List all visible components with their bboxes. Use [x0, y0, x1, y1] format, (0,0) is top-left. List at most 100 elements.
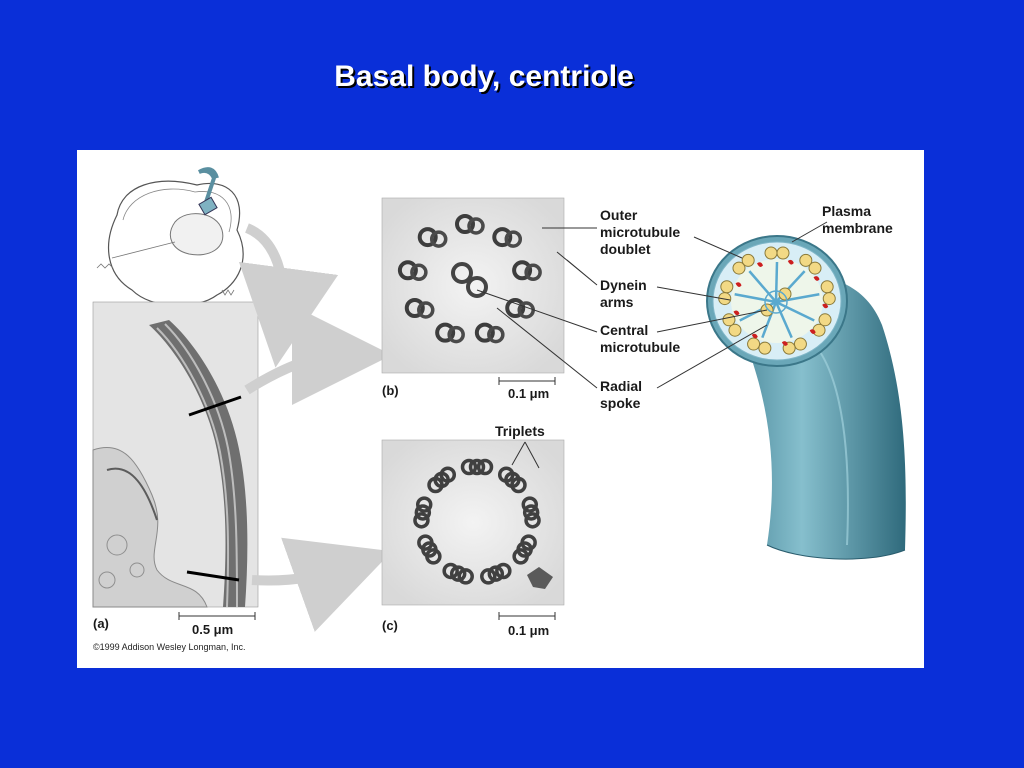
doublet-em-b	[447, 325, 465, 344]
triplet-em	[468, 458, 486, 476]
doublet-tubule-a	[799, 253, 813, 267]
triplet-em	[439, 466, 457, 483]
doublet-em-b	[487, 325, 505, 344]
doublet-tubule-b	[822, 292, 836, 306]
doublet-em	[455, 214, 475, 234]
triplet-em	[521, 496, 539, 513]
leader-lines	[476, 221, 828, 469]
triplet-em	[414, 504, 432, 521]
dynein-arm	[822, 303, 829, 309]
micrograph-c	[381, 439, 565, 606]
svg-text:microtubule: microtubule	[600, 339, 680, 355]
label-outer-doublet: Outer microtubule doublet	[600, 207, 680, 257]
dynein-arm	[735, 282, 742, 288]
triplet-ring-em	[413, 458, 541, 585]
doublet-tubule-b	[720, 280, 734, 294]
panel-b-tag: (b)	[382, 383, 399, 398]
scale-bar-b: 0.1 μm	[498, 377, 556, 401]
cilium-diagram	[706, 235, 906, 560]
doublet-em	[505, 298, 526, 318]
triplet-em	[512, 548, 529, 565]
doublet-em	[512, 260, 533, 281]
triplet-em	[449, 565, 467, 582]
doublet-em	[397, 260, 418, 281]
doublet-tubule-a	[732, 261, 746, 275]
doublet-em-b	[524, 263, 542, 282]
triplet-em	[460, 458, 478, 476]
dynein-arm	[813, 276, 820, 281]
doublet-tubule-a	[728, 323, 742, 337]
slide-title: Basal body, centriole	[334, 60, 634, 93]
panel-a-tag: (a)	[93, 616, 109, 631]
triplet-em	[524, 512, 541, 529]
triplet-em	[415, 496, 433, 513]
panel-c-tag: (c)	[382, 618, 398, 633]
triplet-em	[457, 568, 474, 585]
doublet-tubule-a	[758, 341, 772, 355]
doublet-tubule-b	[812, 323, 826, 337]
doublet-em	[404, 298, 425, 318]
radial-spoke	[748, 270, 777, 303]
svg-text:spoke: spoke	[600, 395, 641, 411]
figure-illustration: Outer microtubule doublet Dynein arms Ce…	[92, 167, 906, 652]
outer-doublets	[718, 246, 836, 355]
doublet-tubule-b	[741, 253, 755, 267]
svg-text:0.1 μm: 0.1 μm	[508, 623, 549, 638]
svg-text:0.5 μm: 0.5 μm	[192, 622, 233, 637]
scale-bar-a: 0.5 μm	[178, 612, 256, 637]
radial-spoke	[775, 300, 815, 322]
micrograph-b	[381, 197, 565, 374]
label-radial-spoke: Radial spoke	[600, 378, 642, 411]
svg-text:Central: Central	[600, 322, 648, 338]
nucleus	[170, 213, 224, 256]
label-central-microtubule: Central microtubule	[600, 322, 680, 355]
svg-text:microtubule: microtubule	[600, 224, 680, 240]
svg-text:0.1 μm: 0.1 μm	[508, 386, 549, 401]
dynein-arm	[781, 341, 788, 346]
radial-spoke	[774, 261, 779, 303]
dynein-arm	[809, 329, 816, 334]
doublet-em-b	[504, 230, 523, 248]
dynein-arm	[756, 262, 763, 268]
svg-text:Outer: Outer	[600, 207, 638, 223]
arrows	[238, 223, 393, 632]
svg-text:doublet: doublet	[600, 241, 651, 257]
doublet-tubule-b	[808, 261, 822, 275]
dynein-arm	[787, 259, 794, 265]
doublet-em	[417, 227, 438, 248]
doublet-tubule-b	[747, 337, 761, 351]
dynein-arm	[751, 333, 758, 339]
cell-sketch	[96, 167, 244, 307]
doublet-tubule-a	[793, 337, 807, 351]
doublet-tubule-a	[818, 313, 832, 327]
doublet-em-b	[410, 263, 428, 282]
triplet-em	[417, 534, 434, 551]
label-plasma-membrane: Plasma membrane	[822, 203, 893, 236]
doublet-tubule-b	[722, 313, 736, 327]
triplet-em	[510, 476, 527, 494]
triplet-em	[487, 565, 505, 582]
micrograph-a	[92, 301, 259, 608]
svg-text:Plasma: Plasma	[822, 203, 871, 219]
triplet-em	[413, 512, 430, 529]
doublet-em-b	[429, 230, 448, 248]
radial-spoke	[774, 301, 793, 339]
svg-text:arms: arms	[600, 294, 634, 310]
label-triplets: Triplets	[495, 423, 545, 439]
doublet-tubule-a	[764, 246, 778, 260]
svg-text:Radial: Radial	[600, 378, 642, 394]
triplet-em	[442, 562, 459, 580]
radial-spoke	[761, 301, 778, 339]
figure-panel: Outer microtubule doublet Dynein arms Ce…	[77, 150, 924, 668]
doublet-em-b	[417, 301, 435, 319]
doublet-tubule-b	[776, 246, 790, 260]
doublet-em	[435, 322, 456, 343]
doublet-tubule-a	[820, 280, 834, 294]
svg-text:Dynein: Dynein	[600, 277, 647, 293]
radial-spoke	[775, 292, 820, 304]
copyright: ©1999 Addison Wesley Longman, Inc.	[93, 642, 246, 652]
svg-text:membrane: membrane	[822, 220, 893, 236]
triplet-em	[522, 504, 540, 521]
radial-spoke	[734, 292, 777, 304]
doublet-em	[474, 322, 495, 343]
